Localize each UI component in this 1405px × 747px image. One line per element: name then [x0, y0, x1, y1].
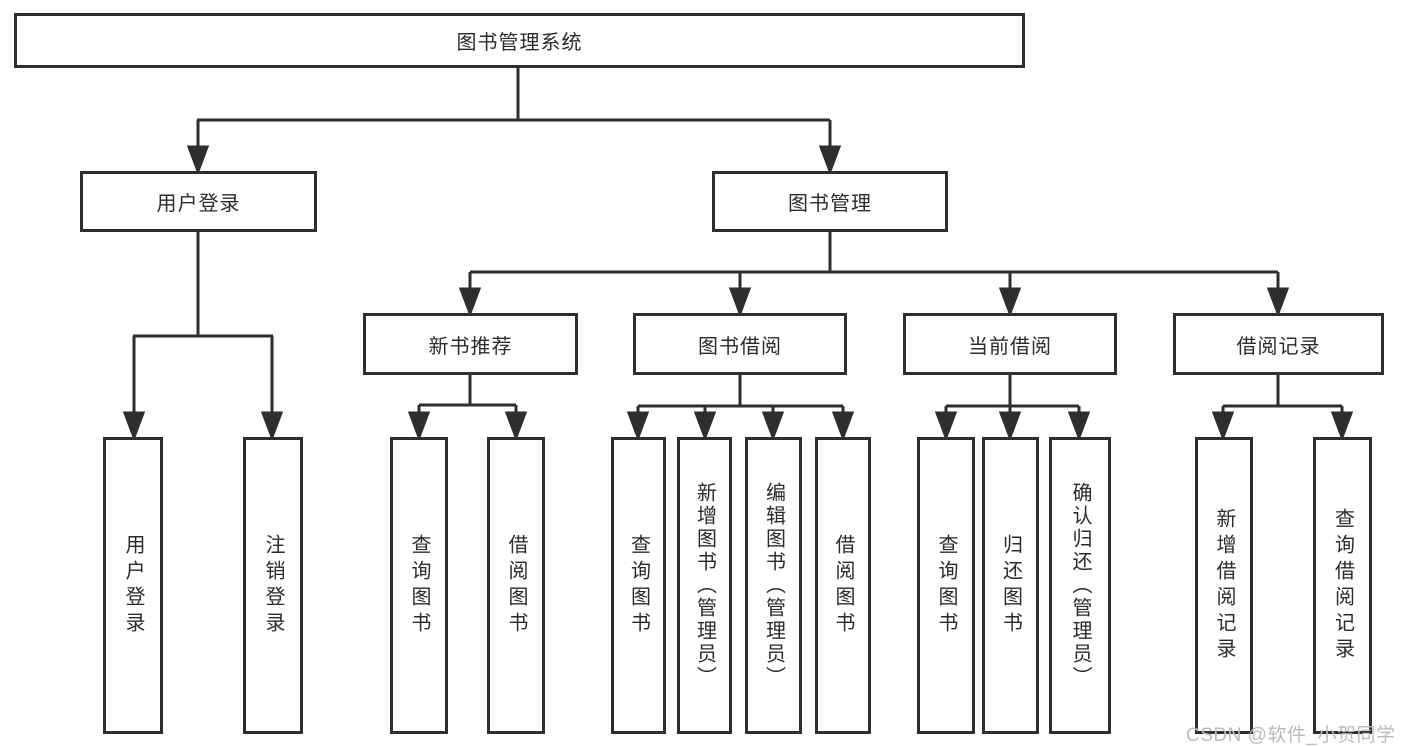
- leaf-borrow-books-recommend: 借阅图书: [487, 437, 545, 734]
- node-label: 图书管理: [788, 193, 872, 215]
- node-label: 新增图书（管理员）: [693, 482, 716, 689]
- node-label: 确认归还（管理员）: [1069, 482, 1091, 689]
- leaf-query-books-recommend: 查询图书: [390, 437, 448, 734]
- node-label: 借阅图书: [832, 533, 854, 638]
- node-new-book-recommend: 新书推荐: [363, 313, 578, 375]
- node-label: 编辑图书（管理员）: [762, 482, 785, 689]
- node-current-borrowing: 当前借阅: [903, 313, 1117, 375]
- leaf-borrow-books: 借阅图书: [815, 437, 871, 734]
- node-label: 查询图书: [408, 533, 430, 638]
- leaf-query-books-current: 查询图书: [917, 437, 975, 734]
- node-label: 当前借阅: [968, 335, 1052, 358]
- leaf-logout: 注销登录: [243, 437, 303, 734]
- node-book-management: 图书管理: [712, 171, 948, 232]
- node-label: 借阅图书: [505, 533, 527, 638]
- node-borrowing-records: 借阅记录: [1173, 313, 1384, 375]
- node-label: 借阅记录: [1236, 335, 1321, 358]
- leaf-confirm-return-admin: 确认归还（管理员）: [1049, 437, 1111, 734]
- node-label: 注销登录: [262, 533, 284, 638]
- node-label: 用户登录: [156, 193, 241, 215]
- node-label: 归还图书: [999, 533, 1022, 638]
- leaf-return-book: 归还图书: [982, 437, 1039, 734]
- node-label: 查询图书: [935, 533, 957, 638]
- node-label: 图书管理系统: [456, 32, 583, 54]
- leaf-user-login: 用户登录: [103, 437, 163, 734]
- leaf-query-books-borrowing: 查询图书: [611, 437, 666, 734]
- node-label: 用户登录: [122, 533, 144, 638]
- csdn-watermark: CSDN @软件_小贺同学: [1186, 725, 1396, 746]
- node-label: 查询图书: [627, 533, 650, 638]
- node-label: 新书推荐: [428, 335, 513, 358]
- leaf-add-borrow-record: 新增借阅记录: [1195, 437, 1253, 734]
- node-library-management-system: 图书管理系统: [14, 13, 1025, 68]
- leaf-query-borrow-record: 查询借阅记录: [1313, 437, 1372, 734]
- node-label: 新增借阅记录: [1213, 507, 1235, 664]
- node-user-login: 用户登录: [80, 171, 317, 232]
- leaf-edit-book-admin: 编辑图书（管理员）: [745, 437, 802, 734]
- node-label: 图书借阅: [698, 335, 782, 358]
- node-label: 查询借阅记录: [1331, 507, 1354, 664]
- leaf-add-book-admin: 新增图书（管理员）: [677, 437, 732, 734]
- node-book-borrowing: 图书借阅: [633, 313, 847, 375]
